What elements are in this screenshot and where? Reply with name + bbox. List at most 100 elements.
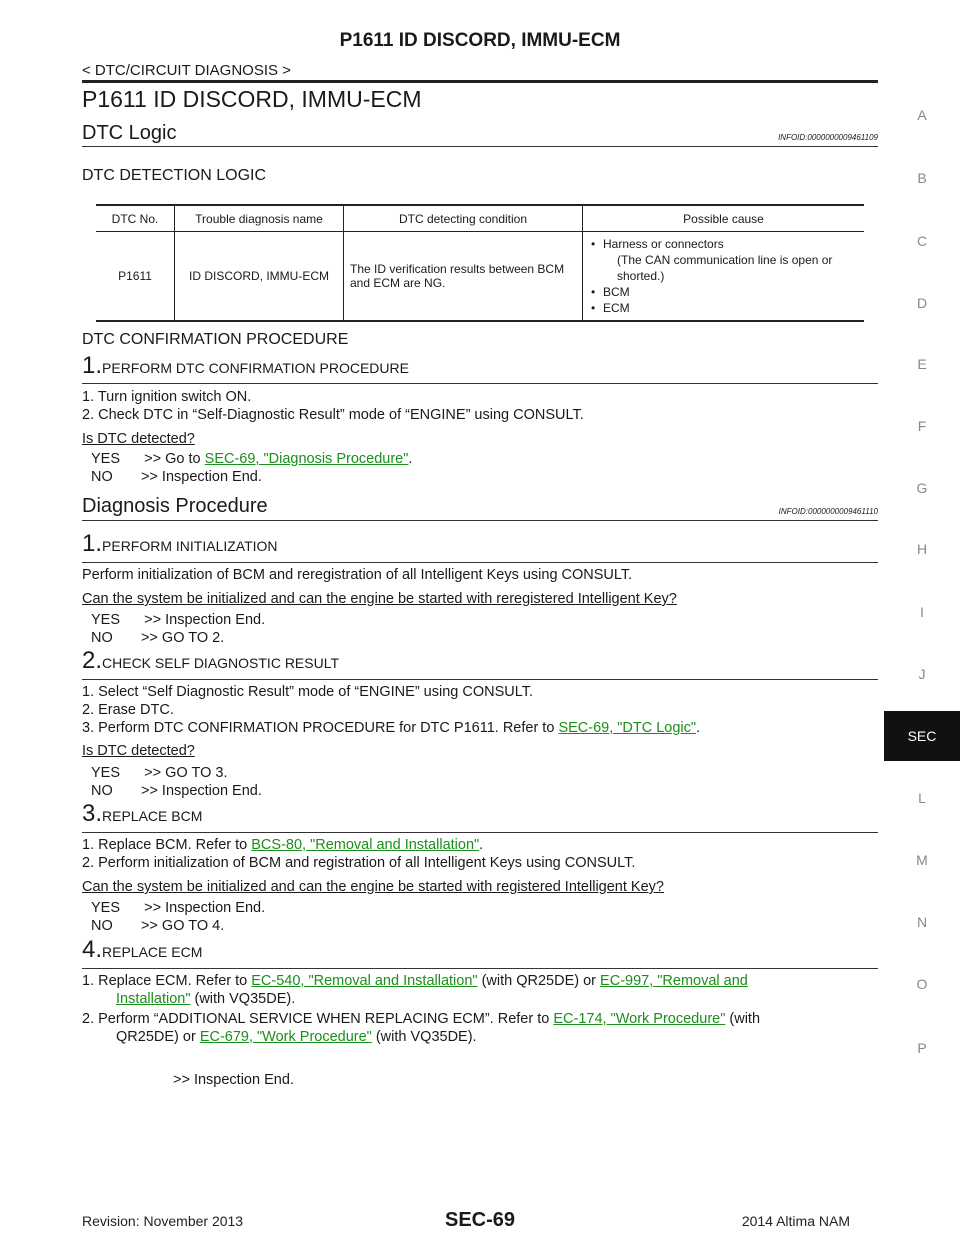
diagnosis-rule <box>82 520 878 521</box>
step-rule <box>82 562 878 563</box>
step-number: 2. <box>82 647 103 674</box>
cell-dtc-no: P1611 <box>96 231 175 322</box>
side-index-c[interactable]: C <box>916 233 928 249</box>
cell-possible-cause: Harness or connectors (The CAN communica… <box>582 231 864 322</box>
col-possible-cause: Possible cause <box>582 204 864 232</box>
step-rule <box>82 383 878 384</box>
answer-no: NO >> GO TO 4. <box>91 918 225 934</box>
answer-yes: YES >> Go to SEC-69, "Diagnosis Procedur… <box>91 451 412 467</box>
step-line: Installation" (with VQ35DE). <box>116 990 295 1009</box>
page-header-title: P1611 ID DISCORD, IMMU-ECM <box>339 30 621 51</box>
link-sec-69-dtc-logic[interactable]: SEC-69, "DTC Logic" <box>558 720 697 736</box>
step-line-text: 1. Replace BCM. Refer to <box>82 837 252 853</box>
step-line-text: 2. Perform “ADDITIONAL SERVICE WHEN REPL… <box>82 1011 554 1027</box>
breadcrumb: < DTC/CIRCUIT DIAGNOSIS > <box>82 62 291 79</box>
footer-revision: Revision: November 2013 <box>82 1213 244 1229</box>
diag-step-2-header: 2.CHECK SELF DIAGNOSTIC RESULT <box>82 647 339 675</box>
header-rule <box>82 80 878 83</box>
step-number: 4. <box>82 936 103 963</box>
link-ec-997-removal-cont[interactable]: Installation" <box>116 991 191 1007</box>
step-rule <box>82 968 878 969</box>
step-number: 3. <box>82 800 103 827</box>
link-sec-69-diagnosis[interactable]: SEC-69, "Diagnosis Procedure" <box>204 451 409 467</box>
step-end: >> Inspection End. <box>173 1072 294 1088</box>
answer-suffix: . <box>408 451 413 467</box>
page-title: P1611 ID DISCORD, IMMU-ECM <box>82 86 422 112</box>
col-detect-condition: DTC detecting condition <box>343 204 583 232</box>
step-1-header: 1.PERFORM DTC CONFIRMATION PROCEDURE <box>82 352 409 380</box>
link-ec-679-work[interactable]: EC-679, "Work Procedure" <box>199 1029 372 1045</box>
step-line: 2. Perform “ADDITIONAL SERVICE WHEN REPL… <box>82 1010 760 1029</box>
answer-yes: YES >> Inspection End. <box>91 900 266 916</box>
step-question: Can the system be initialized and can th… <box>82 591 677 607</box>
side-index-m[interactable]: M <box>916 852 928 868</box>
step-line: QR25DE) or EC-679, "Work Procedure" (wit… <box>116 1028 477 1047</box>
cell-detect-condition: The ID verification results between BCM … <box>343 231 583 322</box>
step-title: CHECK SELF DIAGNOSTIC RESULT <box>102 655 340 671</box>
side-index-j[interactable]: J <box>918 666 926 682</box>
cause-item: ECM <box>589 300 858 316</box>
answer-yes-text: YES >> Go to <box>91 451 205 467</box>
footer-model: 2014 Altima NAM <box>741 1213 850 1229</box>
link-ec-997-removal[interactable]: EC-997, "Removal and <box>600 973 748 989</box>
dtc-logic-heading: DTC Logic <box>82 122 177 144</box>
step-line-text: 1. Replace ECM. Refer to <box>82 973 252 989</box>
diagnosis-heading: Diagnosis Procedure <box>82 495 268 517</box>
side-index-i[interactable]: I <box>920 604 924 620</box>
side-index-b[interactable]: B <box>917 170 927 186</box>
step-line: Perform initialization of BCM and reregi… <box>82 567 633 583</box>
side-index-f[interactable]: F <box>917 418 927 434</box>
step-line: 1. Replace ECM. Refer to EC-540, "Remova… <box>82 972 878 991</box>
col-trouble-name: Trouble diagnosis name <box>174 204 344 232</box>
step-line: 2. Check DTC in “Self-Diagnostic Result”… <box>82 407 584 423</box>
step-line-text: (with VQ35DE). <box>190 991 296 1007</box>
side-index-sec-active[interactable]: SEC <box>884 711 960 761</box>
step-title: REPLACE ECM <box>102 944 203 960</box>
side-index-l[interactable]: L <box>918 790 926 806</box>
step-rule <box>82 832 878 833</box>
side-index-g[interactable]: G <box>916 480 928 496</box>
step-question: Is DTC detected? <box>82 743 195 759</box>
dtc-logic-infoid: INFOID:0000000009461109 <box>778 133 878 142</box>
step-line: 3. Perform DTC CONFIRMATION PROCEDURE fo… <box>82 719 700 738</box>
step-line-suffix: . <box>479 837 484 853</box>
step-line-text: (with QR25DE) or <box>477 973 601 989</box>
side-index-h[interactable]: H <box>916 541 928 557</box>
step-rule <box>82 679 878 680</box>
answer-no: NO >> GO TO 2. <box>91 630 225 646</box>
table-row: P1611 ID DISCORD, IMMU-ECM The ID verifi… <box>96 231 864 322</box>
link-bcs-80-removal[interactable]: BCS-80, "Removal and Installation" <box>251 837 480 853</box>
step-line-text: 3. Perform DTC CONFIRMATION PROCEDURE fo… <box>82 720 559 736</box>
dtc-logic-rule <box>82 146 878 147</box>
answer-yes: YES >> Inspection End. <box>91 612 266 628</box>
side-index-a[interactable]: A <box>917 107 927 123</box>
step-line-text: (with VQ35DE). <box>371 1029 477 1045</box>
link-ec-540-removal[interactable]: EC-540, "Removal and Installation" <box>251 973 478 989</box>
side-index-o[interactable]: O <box>916 976 928 992</box>
col-dtc-no: DTC No. <box>96 204 175 232</box>
dtc-confirm-heading: DTC CONFIRMATION PROCEDURE <box>82 331 349 348</box>
step-line: 1. Turn ignition switch ON. <box>82 389 252 405</box>
cause-item: BCM <box>589 284 858 300</box>
step-line: 1. Select “Self Diagnostic Result” mode … <box>82 684 534 700</box>
step-number: 1. <box>82 530 103 557</box>
answer-no: NO >> Inspection End. <box>91 783 262 799</box>
cell-trouble-name: ID DISCORD, IMMU-ECM <box>174 231 344 322</box>
step-line: 1. Replace BCM. Refer to BCS-80, "Remova… <box>82 836 483 855</box>
step-number: 1. <box>82 352 103 379</box>
side-index-n[interactable]: N <box>916 914 928 930</box>
diagnosis-infoid: INFOID:0000000009461110 <box>778 507 878 516</box>
step-question: Is DTC detected? <box>82 431 195 447</box>
answer-no: NO >> Inspection End. <box>91 469 262 485</box>
cause-item: Harness or connectors <box>589 236 858 252</box>
step-line: 2. Erase DTC. <box>82 702 174 718</box>
footer-page-number: SEC-69 <box>444 1209 516 1231</box>
answer-yes: YES >> GO TO 3. <box>91 765 228 781</box>
step-title: REPLACE BCM <box>102 808 203 824</box>
side-index-p[interactable]: P <box>917 1040 927 1056</box>
step-question: Can the system be initialized and can th… <box>82 879 664 895</box>
link-ec-174-work[interactable]: EC-174, "Work Procedure" <box>553 1011 726 1027</box>
diag-step-4-header: 4.REPLACE ECM <box>82 936 202 964</box>
side-index-d[interactable]: D <box>916 295 928 311</box>
side-index-e[interactable]: E <box>917 356 927 372</box>
